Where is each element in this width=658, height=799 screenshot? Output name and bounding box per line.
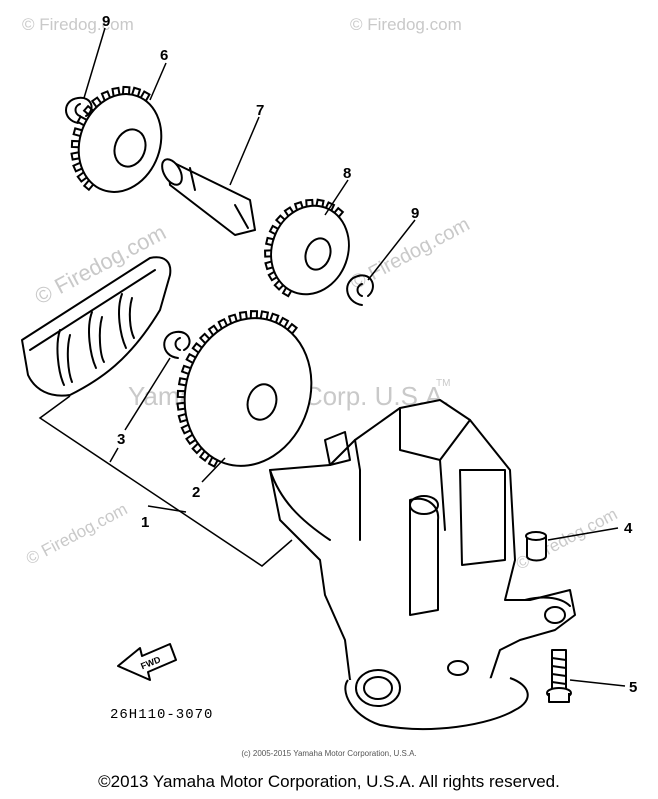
callout-4: 4 — [624, 520, 633, 537]
gear-tooth — [180, 423, 192, 435]
gear-tooth — [227, 313, 238, 324]
leader-lines — [38, 27, 626, 687]
gear-tooth — [259, 310, 270, 320]
gear-2 — [176, 310, 313, 468]
gear-tooth — [278, 316, 290, 328]
watermark-tm: TM — [436, 378, 450, 389]
cover-plate — [21, 256, 172, 397]
gear-tooth — [198, 332, 211, 344]
gear-tooth — [70, 139, 80, 149]
gear-tooth — [264, 236, 274, 247]
callout-5: 5 — [629, 679, 637, 696]
gear-tooth — [207, 324, 219, 336]
gear-tooth — [325, 201, 336, 211]
callout-3: 3 — [117, 431, 125, 448]
gear-tooth — [333, 206, 345, 218]
callout-9-right: 9 — [411, 205, 419, 222]
gear-6 — [70, 85, 163, 193]
gear-tooth — [139, 90, 151, 102]
shaft-7 — [161, 158, 256, 236]
gear-tooth — [72, 127, 83, 138]
dowel-pin-4 — [525, 531, 547, 562]
gear-tooth — [249, 310, 259, 319]
fine-print-copyright: (c) 2005-2015 Yamaha Motor Corporation, … — [241, 749, 417, 758]
gear-tooth — [131, 86, 142, 97]
gear-tooth — [82, 104, 94, 117]
callout-7: 7 — [256, 102, 264, 119]
gear-tooth — [264, 249, 272, 258]
gear-tooth — [191, 342, 203, 354]
gear-tooth — [90, 96, 103, 108]
gear-tooth — [72, 162, 83, 173]
gear-tooth — [286, 322, 299, 334]
gear-tooth — [185, 352, 197, 364]
gear-tooth — [177, 377, 188, 387]
circlip-3 — [163, 330, 191, 359]
gear-tooth — [121, 85, 131, 95]
callout-6: 6 — [160, 47, 168, 64]
footer-copyright: ©2013 Yamaha Motor Corporation, U.S.A. A… — [98, 772, 560, 791]
callout-9-upper: 9 — [102, 13, 110, 30]
gear-tooth — [264, 260, 274, 271]
gear-tooth — [268, 224, 279, 236]
gear-tooth — [198, 450, 211, 462]
gear-tooth — [281, 287, 293, 298]
forward-arrow: FWD — [117, 643, 177, 681]
watermark-top-right: © Firedog.com — [350, 15, 462, 34]
gear-tooth — [315, 198, 325, 207]
gear-tooth — [177, 413, 188, 424]
gear-tooth — [100, 90, 112, 101]
watermark-left-mid: © Firedog.com — [23, 499, 131, 568]
gear-tooth — [267, 271, 278, 282]
gear-tooth — [176, 389, 185, 399]
gear-tooth — [191, 443, 203, 455]
bolt-5 — [546, 649, 572, 703]
gear-tooth — [305, 198, 314, 207]
gear-tooth — [176, 401, 186, 411]
circlip-9-right — [346, 274, 374, 306]
gear-tooth — [180, 364, 191, 375]
callout-1: 1 — [141, 514, 149, 531]
gear-tooth — [238, 310, 248, 320]
gear-tooth — [111, 86, 121, 96]
gear-tooth — [283, 206, 295, 217]
gear-tooth — [185, 434, 197, 446]
gear-tooth — [76, 115, 88, 127]
gear-tooth — [207, 457, 219, 468]
gear-tooth — [269, 312, 280, 323]
oil-pump-housing — [269, 399, 576, 730]
watermark-top-left: © Firedog.com — [22, 15, 134, 34]
callout-2: 2 — [192, 484, 200, 501]
gear-tooth — [82, 179, 95, 192]
diagram-part-code: 26H110-3070 — [110, 707, 213, 723]
gear-8 — [264, 198, 350, 298]
gear-tooth — [70, 151, 80, 161]
callout-8: 8 — [343, 165, 351, 182]
gear-tooth — [273, 280, 284, 291]
gear-tooth — [217, 318, 229, 329]
gear-tooth — [274, 214, 286, 225]
gear-tooth — [293, 200, 304, 211]
gear-tooth — [76, 171, 88, 183]
